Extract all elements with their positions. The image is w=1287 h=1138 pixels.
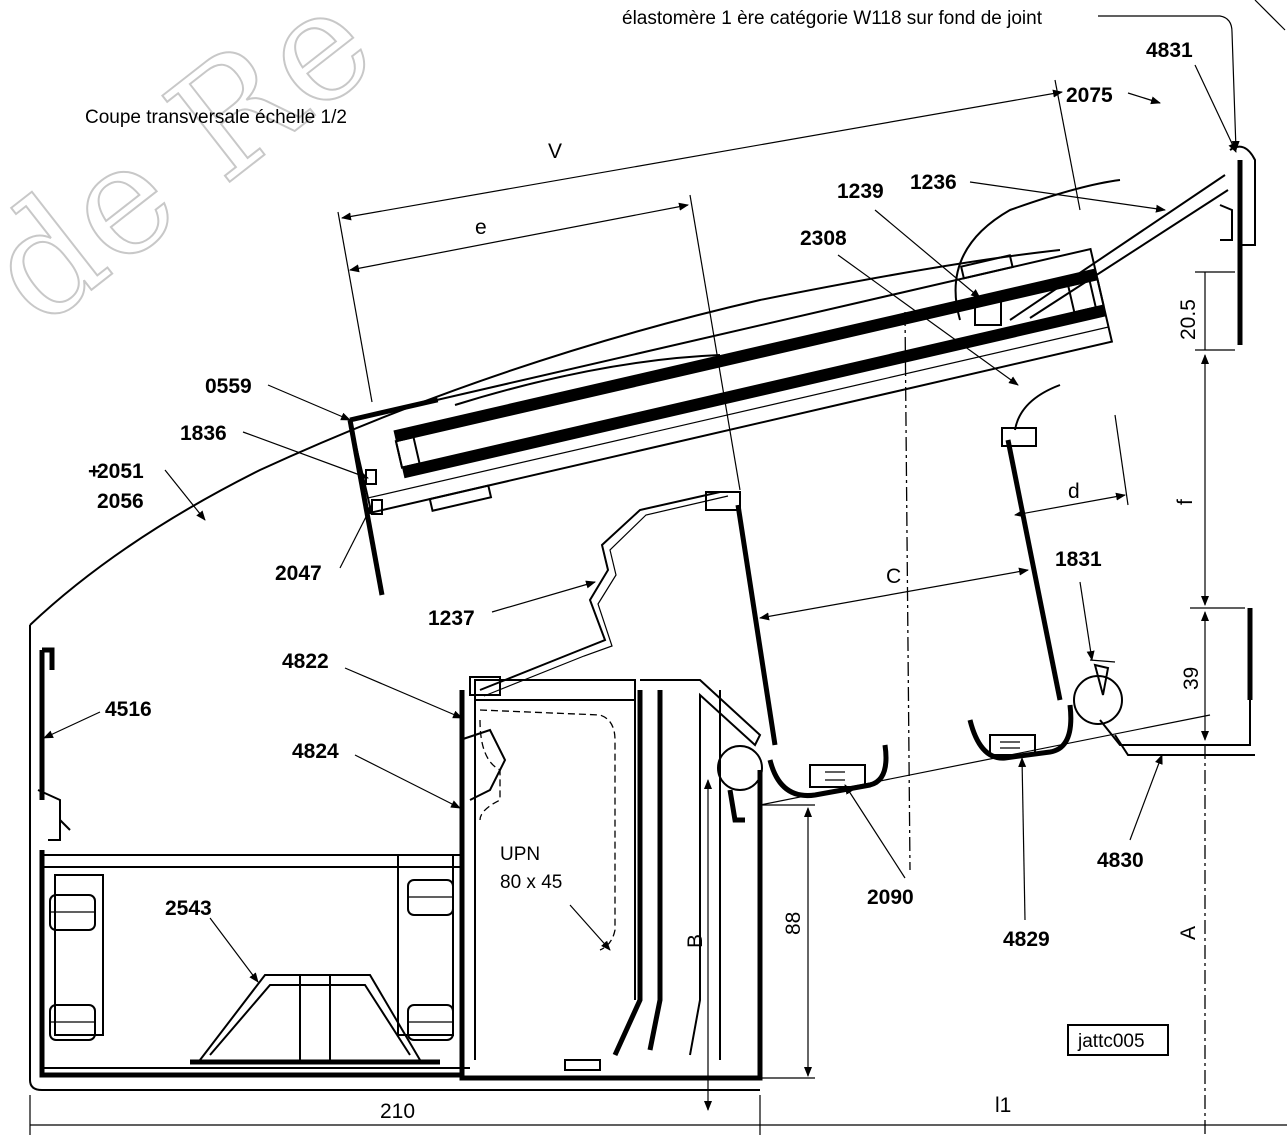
dimension-e: e (349, 194, 741, 491)
reference-box: jattc005 (1067, 1024, 1169, 1056)
dimension-210: 210 (29, 1095, 1287, 1135)
dimension-B: B (684, 779, 712, 1111)
dim-V-label: V (548, 140, 562, 163)
dim-C-label: C (886, 565, 901, 588)
dimension-C: C (759, 565, 1029, 621)
label-4516: 4516 (105, 698, 152, 721)
dim-B-label: B (684, 934, 707, 948)
dim-210-label: 210 (380, 1100, 415, 1123)
dimension-20-5: 20.5 (1177, 271, 1235, 351)
dim-f-label: f (1174, 499, 1197, 505)
upn-label-line1: UPN (500, 844, 540, 865)
label-1239: 1239 (837, 180, 884, 203)
label-2090: 2090 (867, 886, 914, 909)
label-1836: 1836 (180, 422, 227, 445)
label-0559: 0559 (205, 375, 252, 398)
dim-d-label: d (1068, 480, 1080, 503)
label-2051: 2051 (97, 460, 144, 483)
dim-A-label: A (1177, 926, 1200, 940)
outer-envelope-arc (29, 249, 1061, 626)
label-1237: 1237 (428, 607, 475, 630)
section-title: Coupe transversale échelle 1/2 (85, 107, 347, 128)
dim-20-5-label: 20.5 (1177, 299, 1200, 340)
dim-39-label: 39 (1180, 667, 1203, 690)
central-box (459, 676, 763, 1081)
label-4831: 4831 (1146, 39, 1193, 62)
dimension-V: V (337, 79, 1081, 403)
left-strut (705, 491, 778, 746)
label-4822: 4822 (282, 650, 329, 673)
dim-88-label: 88 (782, 912, 805, 935)
upn-label-line2: 80 x 45 (500, 872, 562, 893)
label-1831: 1831 (1055, 548, 1102, 571)
dimension-f: f (1174, 354, 1245, 609)
dimension-A: A (1177, 745, 1206, 1138)
label-plus: + (88, 460, 100, 483)
label-2075: 2075 (1066, 84, 1113, 107)
label-4830: 4830 (1097, 849, 1144, 872)
center-axis (904, 311, 911, 871)
cable-1237 (479, 491, 721, 691)
dimension-d: d (1014, 414, 1129, 518)
reference-label: jattc005 (1077, 1031, 1145, 1052)
label-2047: 2047 (275, 562, 322, 585)
dimension-l1: l1 (995, 1094, 1011, 1117)
dimension-88: 88 (760, 804, 815, 1079)
label-2056: 2056 (97, 490, 144, 513)
right-wall-profile (1099, 0, 1286, 756)
sealant-note: élastomère 1 ère catégorie W118 sur fond… (622, 8, 1043, 29)
right-strut (1001, 427, 1063, 701)
left-clamp-bar (347, 419, 385, 596)
left-envelope-wall (29, 625, 760, 1091)
inclined-panel (347, 247, 1114, 596)
bolt-group (49, 879, 454, 1041)
bottom-tray (717, 659, 1211, 823)
label-4824: 4824 (292, 740, 339, 763)
label-2543: 2543 (165, 897, 212, 920)
dimension-39: 39 (1180, 611, 1209, 741)
watermark-text: de Re (0, 0, 404, 358)
left-chassis (37, 647, 470, 1078)
label-2308: 2308 (800, 227, 847, 250)
dim-l1-label: l1 (995, 1094, 1011, 1117)
label-1236: 1236 (910, 171, 957, 194)
dim-e-label: e (475, 216, 487, 239)
label-4829: 4829 (1003, 928, 1050, 951)
